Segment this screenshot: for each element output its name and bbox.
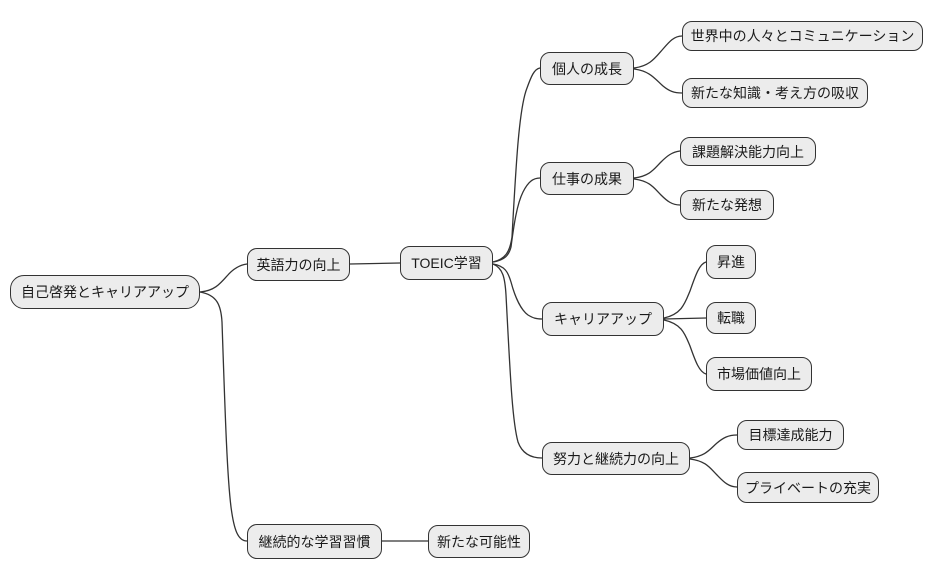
node-effort-persistence: 努力と継続力の向上	[542, 442, 690, 475]
edge-toeic-to-career-up	[492, 263, 543, 320]
edge-toeic-to-personal-growth	[492, 67, 541, 263]
node-knowledge-absorption: 新たな知識・考え方の吸収	[682, 78, 868, 108]
edge-root-to-continuous-learning	[199, 291, 248, 542]
edge-work-results-to-problem-solving	[633, 150, 681, 179]
node-job-change: 転職	[706, 302, 756, 334]
node-problem-solving: 課題解決能力向上	[680, 137, 816, 166]
node-market-value: 市場価値向上	[706, 357, 812, 391]
node-goal-achievement: 目標達成能力	[737, 420, 844, 450]
node-personal-growth: 個人の成長	[540, 52, 634, 85]
edge-career-up-to-market-value	[663, 319, 707, 375]
edge-root-to-english	[199, 263, 248, 293]
node-continuous-learning: 継続的な学習習慣	[247, 524, 382, 559]
edge-career-up-to-promotion	[663, 261, 707, 319]
node-root: 自己啓発とキャリアアップ	[10, 275, 200, 309]
edge-personal-growth-to-communication	[633, 35, 683, 69]
edge-career-up-to-job-change	[663, 317, 707, 320]
edge-effort-to-goal-achievement	[689, 434, 738, 459]
node-work-results: 仕事の成果	[540, 162, 634, 195]
node-english-improvement: 英語力の向上	[247, 248, 350, 281]
node-promotion: 昇進	[706, 245, 756, 279]
node-communication: 世界中の人々とコミュニケーション	[682, 21, 923, 51]
edge-personal-growth-to-knowledge	[633, 68, 683, 94]
node-private-life: プライベートの充実	[737, 472, 879, 503]
edge-work-results-to-new-ideas	[633, 178, 681, 206]
edge-english-to-toeic	[349, 262, 401, 265]
edge-toeic-to-work-results	[492, 177, 541, 263]
node-new-ideas: 新たな発想	[680, 190, 774, 220]
node-career-up: キャリアアップ	[542, 302, 664, 336]
node-new-possibilities: 新たな可能性	[428, 525, 530, 558]
edge-toeic-to-effort-persistence	[492, 263, 543, 459]
node-toeic-study: TOEIC学習	[400, 246, 493, 280]
edge-effort-to-private-life	[689, 458, 738, 488]
